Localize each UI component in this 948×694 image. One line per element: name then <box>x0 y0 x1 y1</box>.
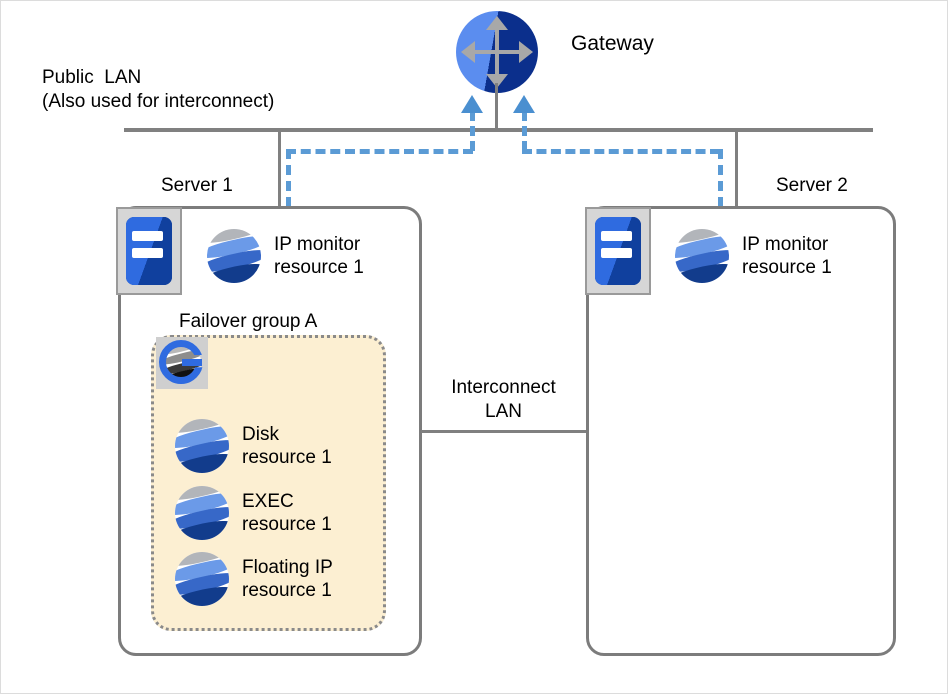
server1-chip-bar-top <box>132 231 163 242</box>
server1-monitor-arrow-up-icon <box>461 95 483 113</box>
failover-group-icon <box>156 337 208 389</box>
interconnect-lan-label: Interconnect LAN <box>451 377 556 422</box>
server1-ip-monitor-resource: IP monitor resource 1 <box>207 229 364 283</box>
server1-lan-connection-line <box>278 130 281 208</box>
resource-globe-icon <box>675 229 729 283</box>
server2-monitor-path-riser <box>522 111 527 151</box>
resource-globe-icon <box>175 552 229 606</box>
server2-monitor-path-vertical <box>718 149 723 207</box>
server2-chip-bar-bottom <box>601 247 632 258</box>
server1-monitor-path-horizontal <box>286 149 473 154</box>
failover-resource-disk: Disk resource 1 <box>175 419 332 473</box>
gateway-arrow-right-icon <box>519 41 534 63</box>
failover-resource-exec: EXEC resource 1 <box>175 486 332 540</box>
gateway-arrow-up-icon <box>486 15 508 30</box>
server2-box <box>586 206 896 656</box>
gateway-label: Gateway <box>571 32 654 55</box>
server1-chip <box>126 217 172 285</box>
resource-globe-icon <box>207 229 261 283</box>
server2-monitor-arrow-up-icon <box>513 95 535 113</box>
server2-chip <box>595 217 641 285</box>
gateway-horizontal-stem <box>464 49 530 55</box>
server1-ip-monitor-label: IP monitor resource 1 <box>274 233 364 278</box>
gateway-connection-line <box>495 83 498 129</box>
server1-label: Server 1 <box>161 175 233 196</box>
server1-chip-bar-bottom <box>132 247 163 258</box>
failover-group-label: Failover group A <box>179 311 318 332</box>
server1-server-icon <box>116 207 182 295</box>
server2-label: Server 2 <box>776 175 848 196</box>
public-lan-line <box>124 128 873 132</box>
failover-group-crossbar <box>182 359 202 366</box>
resource-globe-icon <box>175 486 229 540</box>
gateway-arrow-down-icon <box>486 74 508 89</box>
server2-ip-monitor-label: IP monitor resource 1 <box>742 233 832 278</box>
server1-monitor-path-vertical <box>286 149 291 207</box>
server2-lan-connection-line <box>735 130 738 208</box>
failover-resource-floating-ip: Floating IP resource 1 <box>175 552 333 606</box>
server1-monitor-path-riser <box>470 111 475 151</box>
failover-resource-exec-label: EXEC resource 1 <box>242 490 332 535</box>
server2-monitor-path-horizontal <box>522 149 720 154</box>
interconnect-lan-line <box>421 430 587 433</box>
server2-chip-bar-top <box>601 231 632 242</box>
public-lan-label: Public LAN (Also used for interconnect) <box>42 67 275 112</box>
server2-server-icon <box>585 207 651 295</box>
server2-ip-monitor-resource: IP monitor resource 1 <box>675 229 832 283</box>
gateway-router-icon <box>456 11 538 93</box>
resource-globe-icon <box>175 419 229 473</box>
failover-resource-floating-ip-label: Floating IP resource 1 <box>242 556 333 601</box>
failover-resource-disk-label: Disk resource 1 <box>242 423 332 468</box>
gateway-arrow-left-icon <box>460 41 475 63</box>
